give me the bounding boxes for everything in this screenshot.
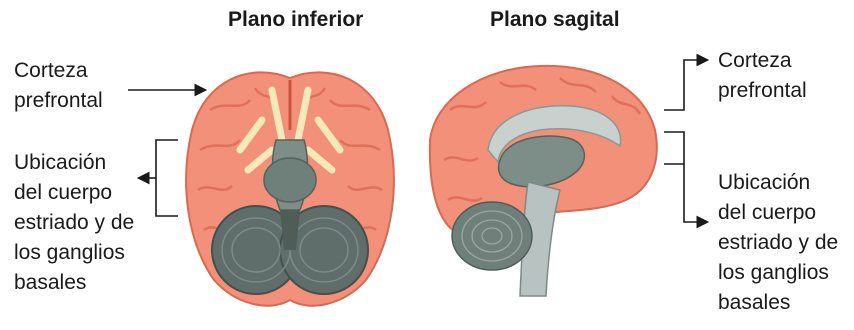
arrow-striatum-right	[684, 164, 706, 222]
label-line: del cuerpo	[718, 198, 838, 228]
label-prefrontal-cortex-left: Corteza prefrontal	[14, 56, 103, 116]
label-prefrontal-cortex-right: Corteza prefrontal	[718, 46, 807, 106]
title-inferior-plane: Plano inferior	[228, 8, 363, 32]
label-line: prefrontal	[14, 86, 103, 116]
label-striatum-left: Ubicación del cuerpo estriado y de los g…	[14, 148, 134, 298]
label-line: del cuerpo	[14, 178, 134, 208]
sagittal-cerebellum	[452, 202, 532, 270]
label-line: los ganglios	[718, 258, 838, 288]
label-line: Corteza	[718, 46, 807, 76]
label-line: Ubicación	[14, 148, 134, 178]
label-line: Ubicación	[718, 168, 838, 198]
label-line: estriado y de	[14, 208, 134, 238]
bracket-cortex-right	[664, 60, 706, 110]
bracket-striatum-right	[664, 132, 684, 164]
title-sagittal-plane: Plano sagital	[490, 8, 620, 32]
label-striatum-right: Ubicación del cuerpo estriado y de los g…	[718, 168, 838, 318]
label-line: los ganglios	[14, 238, 134, 268]
label-line: prefrontal	[718, 76, 807, 106]
label-line: basales	[718, 288, 838, 318]
label-line: estriado y de	[718, 228, 838, 258]
label-line: basales	[14, 268, 134, 298]
label-line: Corteza	[14, 56, 103, 86]
bracket-striatum-left	[156, 140, 178, 216]
sagittal-brain	[430, 66, 657, 296]
inferior-brain	[186, 72, 394, 305]
